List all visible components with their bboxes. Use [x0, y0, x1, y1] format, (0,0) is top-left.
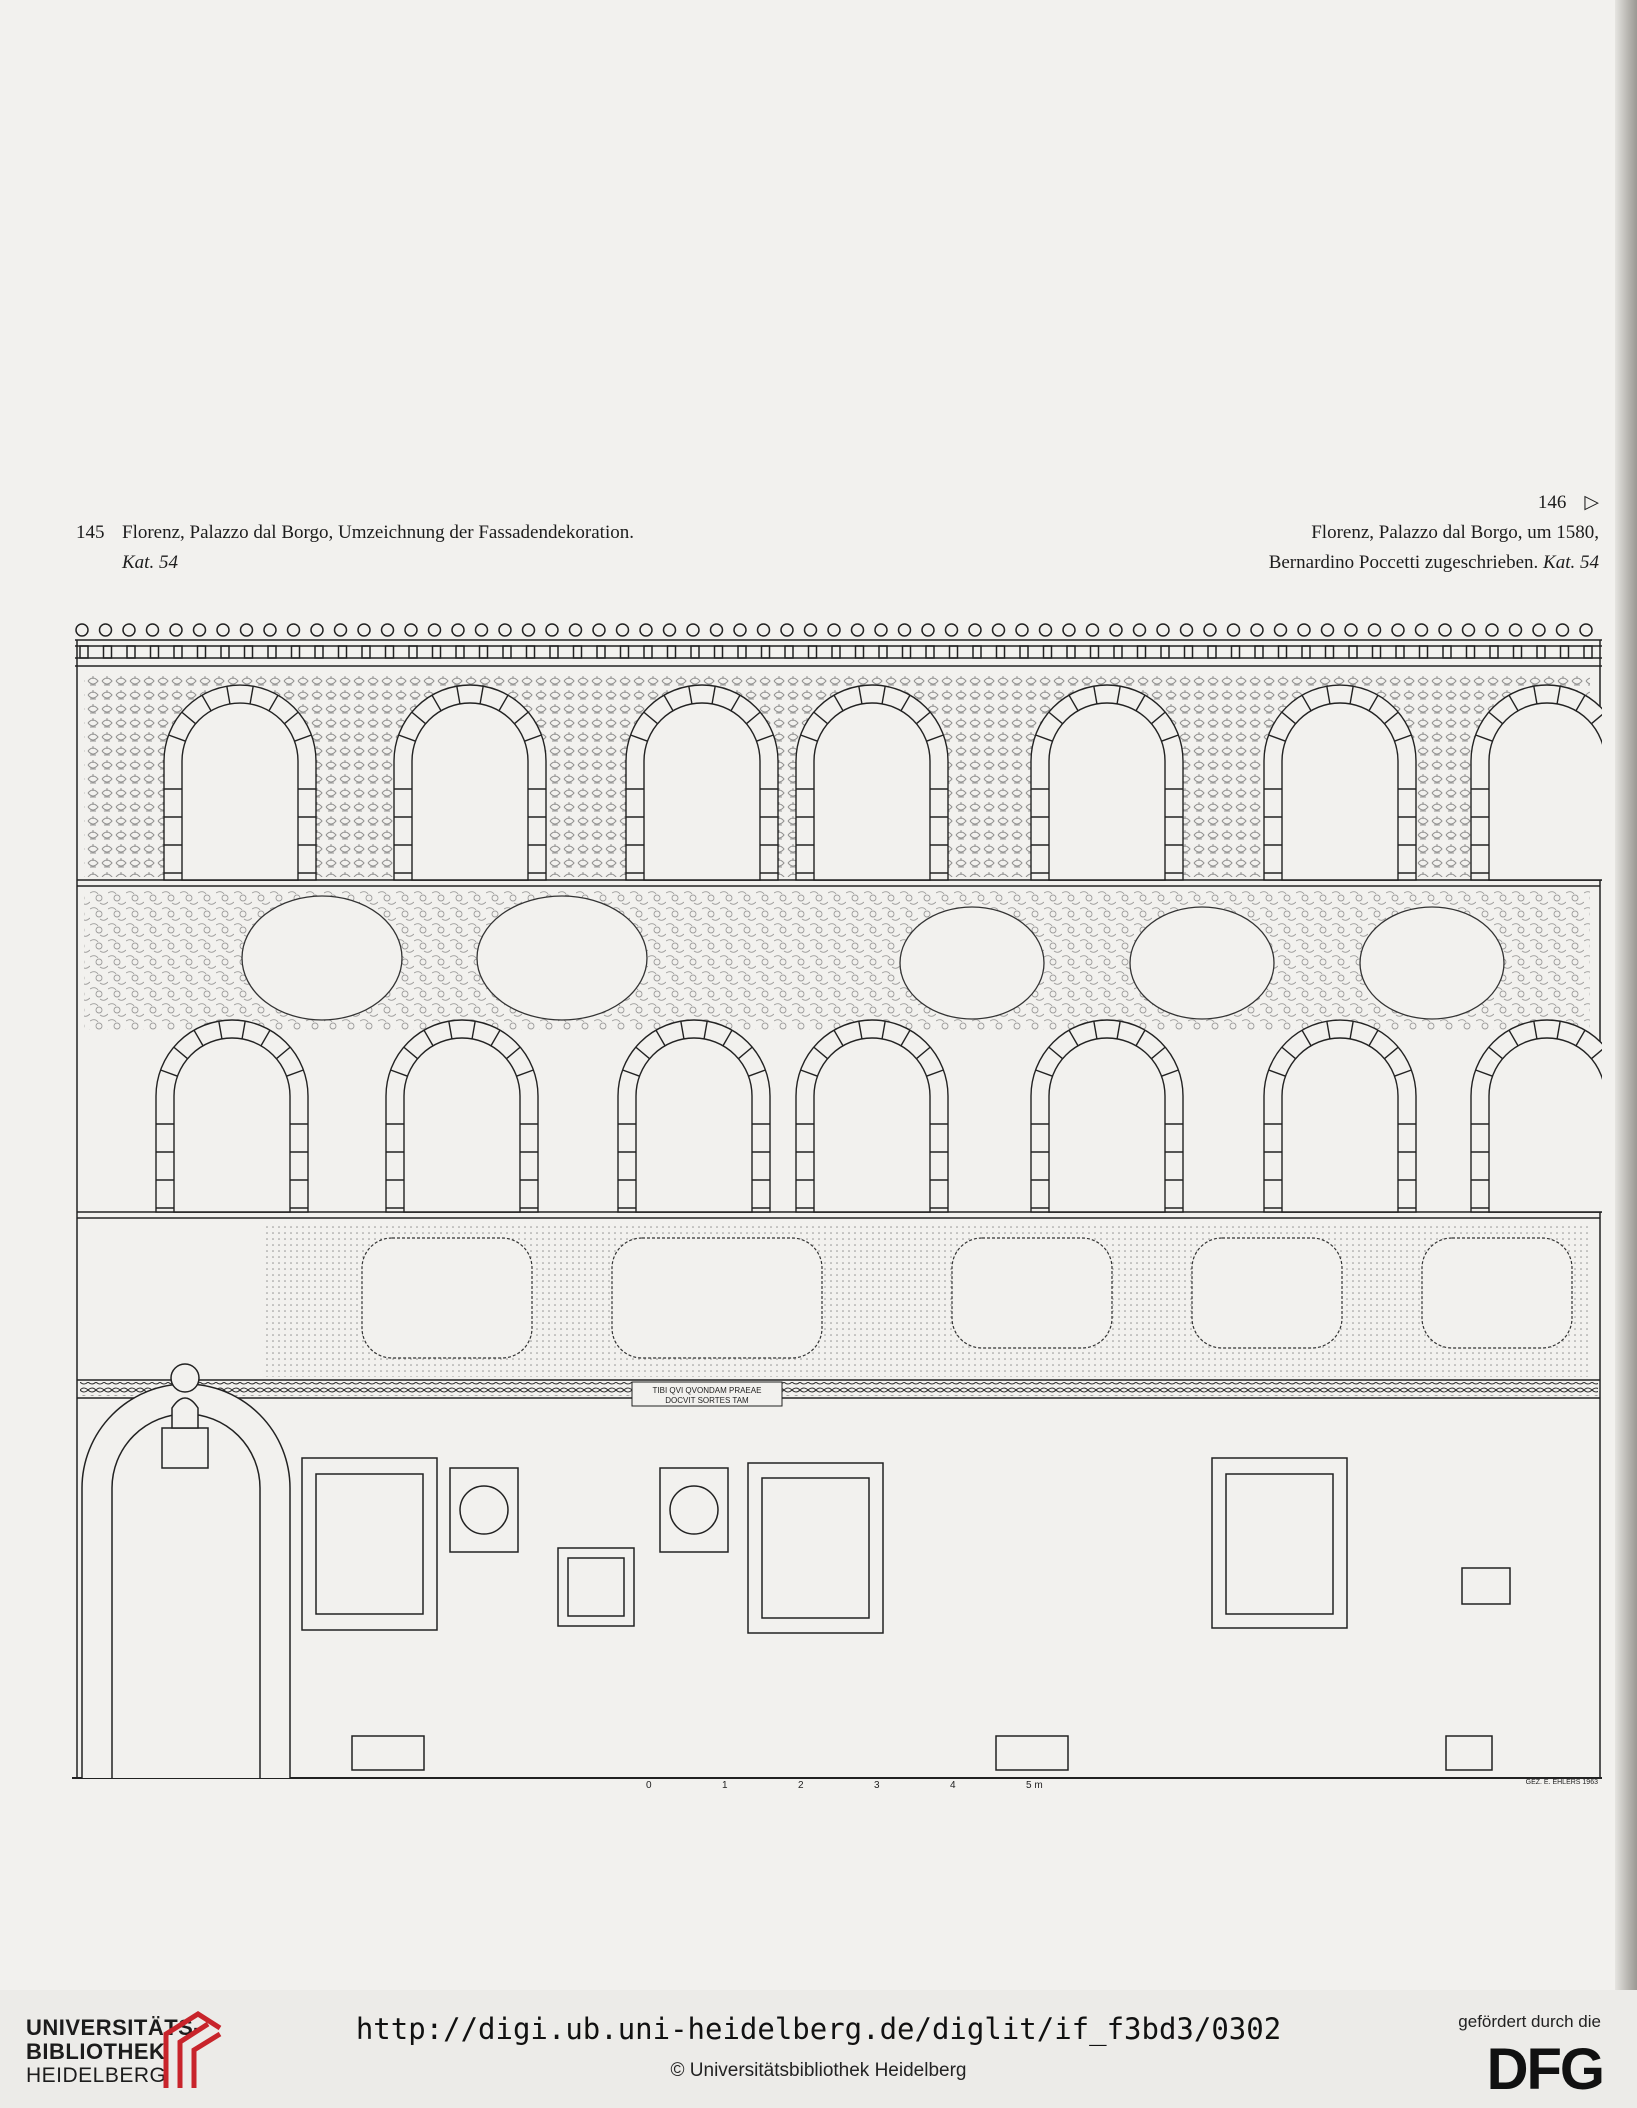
cartouche-medallion	[476, 895, 648, 1021]
second-floor-arched-window	[617, 1019, 771, 1213]
caption-text: Florenz, Palazzo dal Borgo, Umzeichnung …	[122, 522, 634, 543]
medallion	[459, 1485, 509, 1535]
frieze-cartouche	[1421, 1237, 1573, 1349]
inscription-plaque	[631, 1381, 783, 1407]
scale-label: 4	[950, 1780, 956, 1788]
cartouche-medallion	[1129, 906, 1275, 1020]
permalink-url[interactable]: http://digi.ub.uni-heidelberg.de/diglit/…	[355, 2012, 1282, 2046]
cornice-dentils	[75, 623, 1593, 637]
frieze-cartouche	[611, 1237, 823, 1359]
figure-number: 146	[1537, 492, 1567, 513]
dfg-logo: DFG	[1486, 2037, 1605, 2102]
second-floor-arched-window	[1470, 1019, 1602, 1213]
logo-line-3: HEIDELBERG	[26, 2064, 167, 2087]
inscription-line-2: DOCVIT SORTES TAM	[665, 1396, 749, 1405]
second-floor-arched-window	[795, 1019, 949, 1213]
top-floor-arched-window	[795, 684, 949, 881]
ub-logo-icon	[163, 2011, 222, 2088]
second-floor-arched-window	[1030, 1019, 1184, 1213]
scale-label: 5 m	[1026, 1780, 1043, 1788]
second-floor-arched-window	[155, 1019, 309, 1213]
scanned-page: 145 Florenz, Palazzo dal Borgo, Umzeichnu…	[72, 0, 1637, 1990]
scale-label: 1	[722, 1780, 728, 1788]
small-opening	[1461, 1567, 1511, 1605]
top-floor-arched-window	[393, 684, 547, 881]
catalog-reference: Kat. 54	[1543, 552, 1599, 573]
scale-label: 3	[874, 1780, 880, 1788]
catalog-reference: Kat. 54	[122, 552, 178, 573]
basement-vent	[351, 1735, 425, 1771]
bust-head	[170, 1363, 200, 1393]
basement-vent	[1445, 1735, 1493, 1771]
cartouche-medallion	[241, 895, 403, 1021]
basement-vent	[995, 1735, 1069, 1771]
book-gutter-shadow	[1615, 0, 1637, 1990]
copyright-notice: © Universitätsbibliothek Heidelberg	[670, 2060, 967, 2081]
cartouche-medallion	[1359, 906, 1505, 1020]
caption-figure-145: 145 Florenz, Palazzo dal Borgo, Umzeichnu…	[76, 518, 634, 578]
cartouche-medallion	[899, 906, 1045, 1020]
frieze-cartouche	[361, 1237, 533, 1359]
second-floor-arched-window	[1263, 1019, 1417, 1213]
caption-line-2: Bernardino Poccetti zugeschrieben.	[1268, 552, 1539, 573]
portal-keystone-cartouche	[161, 1427, 209, 1469]
medallion	[669, 1485, 719, 1535]
top-floor-arched-window	[163, 684, 317, 881]
frieze-cartouche	[951, 1237, 1113, 1349]
funding-text: gefördert durch die	[1458, 2012, 1601, 2031]
top-floor-arched-window	[1470, 684, 1602, 881]
scale-label: 0	[646, 1780, 652, 1788]
footer-bar: UNIVERSITÄTS- BIBLIOTHEK HEIDELBERG http…	[0, 1990, 1637, 2108]
top-floor-arched-window	[1030, 684, 1184, 881]
top-floor-arched-window	[1263, 684, 1417, 881]
caption-figure-146: 146 ▷ Florenz, Palazzo dal Borgo, um 1580…	[1269, 488, 1599, 578]
frieze-cartouche	[1191, 1237, 1343, 1349]
top-floor-arched-window	[625, 684, 779, 881]
draftsman-signature: GEZ. E. EHLERS 1963	[1526, 1779, 1598, 1786]
logo-line-2: BIBLIOTHEK	[26, 2039, 166, 2064]
facade-elevation-drawing: TIBI QVI QVONDAM PRAEAE DOCVIT SORTES TA…	[72, 623, 1602, 1788]
logo-line-1: UNIVERSITÄTS-	[26, 2015, 202, 2040]
inscription-line-1: TIBI QVI QVONDAM PRAEAE	[653, 1386, 762, 1395]
figure-number: 145	[76, 522, 105, 543]
second-floor-arched-window	[385, 1019, 539, 1213]
scale-label: 2	[798, 1780, 804, 1788]
caption-line-1: Florenz, Palazzo dal Borgo, um 1580,	[1311, 522, 1599, 543]
bust-sculpture	[171, 1397, 199, 1429]
arrow-right-icon: ▷	[1584, 492, 1599, 513]
ub-heidelberg-logo: UNIVERSITÄTS- BIBLIOTHEK HEIDELBERG	[26, 2016, 201, 2088]
